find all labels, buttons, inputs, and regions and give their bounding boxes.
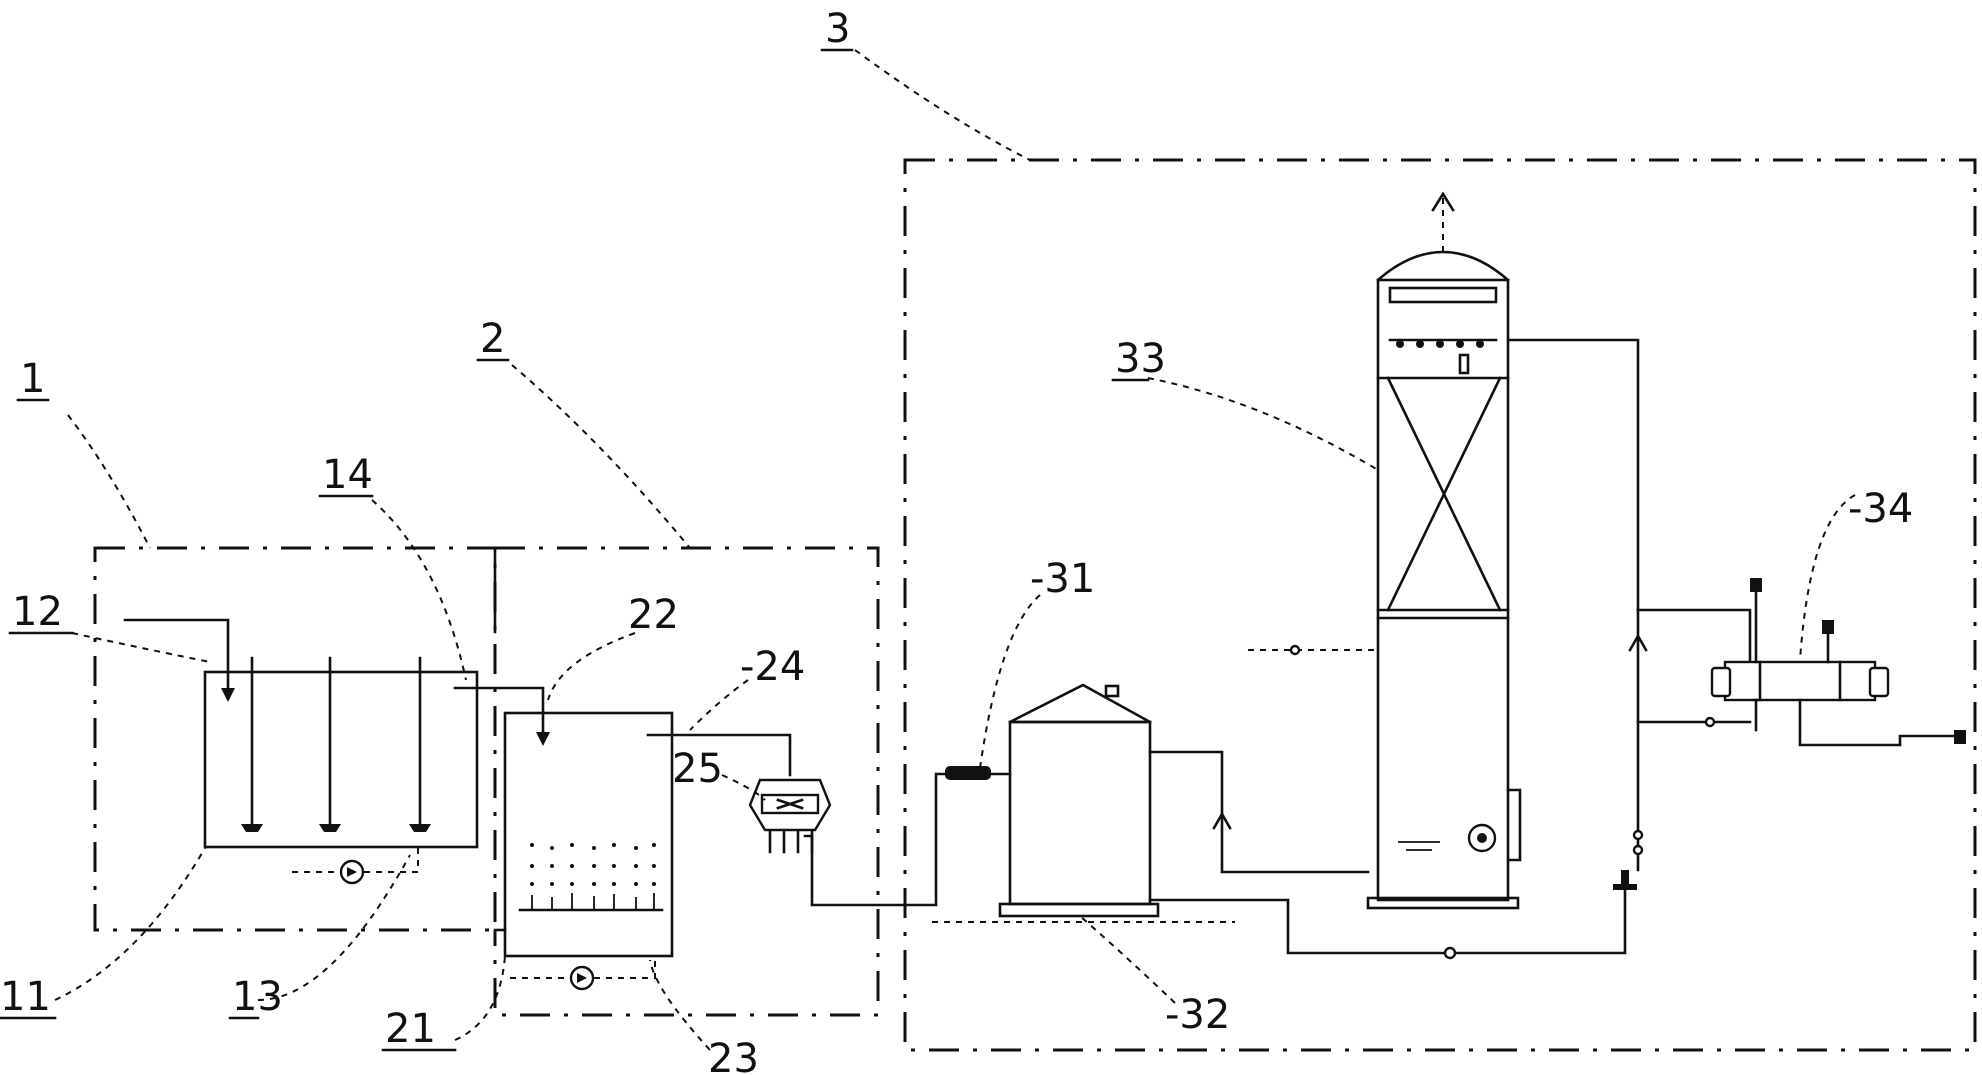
tower-pump-center <box>1477 833 1487 843</box>
label-23: 23 <box>708 1036 759 1075</box>
aeration-diffusers <box>530 843 656 886</box>
label-3: 3 <box>825 6 850 52</box>
circulation-pipe-top <box>1506 338 1640 612</box>
leader-lines <box>54 49 1856 1051</box>
absorption-tower-33 <box>1366 250 1520 910</box>
level-indicator <box>1458 353 1470 375</box>
pump-bottom <box>1613 870 1637 890</box>
side-inlet-valve <box>1289 644 1301 656</box>
label-31: -31 <box>1030 556 1095 602</box>
label-21: 21 <box>385 1006 436 1052</box>
pipe-25-to-31 <box>803 772 967 907</box>
return-pipe-bottom <box>1148 888 1627 955</box>
label-34: -34 <box>1848 486 1913 532</box>
label-24: -24 <box>740 644 805 690</box>
storage-tank-32 <box>998 683 1160 918</box>
pump-13-mark <box>347 867 357 877</box>
overflow-arrow-14 <box>536 732 550 746</box>
tower-pump-pipe <box>1506 788 1522 862</box>
valve-bottom <box>1443 946 1457 960</box>
spray-nozzles <box>1396 340 1484 348</box>
agitator-1-blade <box>241 824 263 832</box>
heat-exchanger-34 <box>1710 578 1966 747</box>
label-22: 22 <box>628 592 679 638</box>
label-underlines <box>0 48 1150 1052</box>
labels: 1 2 3 11 12 13 14 21 22 23 -24 25 -31 -3… <box>0 6 1913 1075</box>
label-11: 11 <box>0 974 51 1020</box>
valve-right-1 <box>1632 829 1644 841</box>
device-31 <box>945 766 991 780</box>
tank-21-group <box>503 711 674 991</box>
agitator-2-blade <box>319 824 341 832</box>
label-12: 12 <box>12 589 63 635</box>
boundary-system-2 <box>493 546 880 1017</box>
pump-23-mark <box>577 973 587 983</box>
inlet-pipe-12 <box>123 618 230 694</box>
flow-arrow-up-1 <box>1212 811 1232 830</box>
gas-outlet-arrow <box>1431 191 1455 212</box>
aeration-line-13 <box>292 848 419 873</box>
overflow-pipe-14 <box>453 686 545 737</box>
inlet-arrow-12 <box>221 688 235 702</box>
outlet-pipe-24 <box>646 733 792 777</box>
valve-right-3 <box>1704 716 1716 728</box>
label-14: 14 <box>322 452 373 498</box>
filter-25 <box>748 778 832 854</box>
diffuser-spikes <box>531 893 655 910</box>
label-25: 25 <box>672 746 723 792</box>
agitator-3-blade <box>409 824 431 832</box>
tank-11-group <box>123 618 479 885</box>
label-32: -32 <box>1165 992 1230 1038</box>
label-33: 33 <box>1115 336 1166 382</box>
tank-21 <box>503 711 674 958</box>
pipe-to-exchanger <box>1636 608 1752 724</box>
system-boundaries <box>93 158 1977 1052</box>
label-1: 1 <box>20 356 45 402</box>
pipe-32-to-33 <box>1148 750 1370 874</box>
tank-11 <box>203 670 479 849</box>
label-2: 2 <box>480 316 505 362</box>
label-13: 13 <box>232 974 283 1020</box>
valve-right-2 <box>1632 844 1644 856</box>
boundary-system-1 <box>93 546 497 932</box>
aeration-line-23 <box>510 958 656 979</box>
